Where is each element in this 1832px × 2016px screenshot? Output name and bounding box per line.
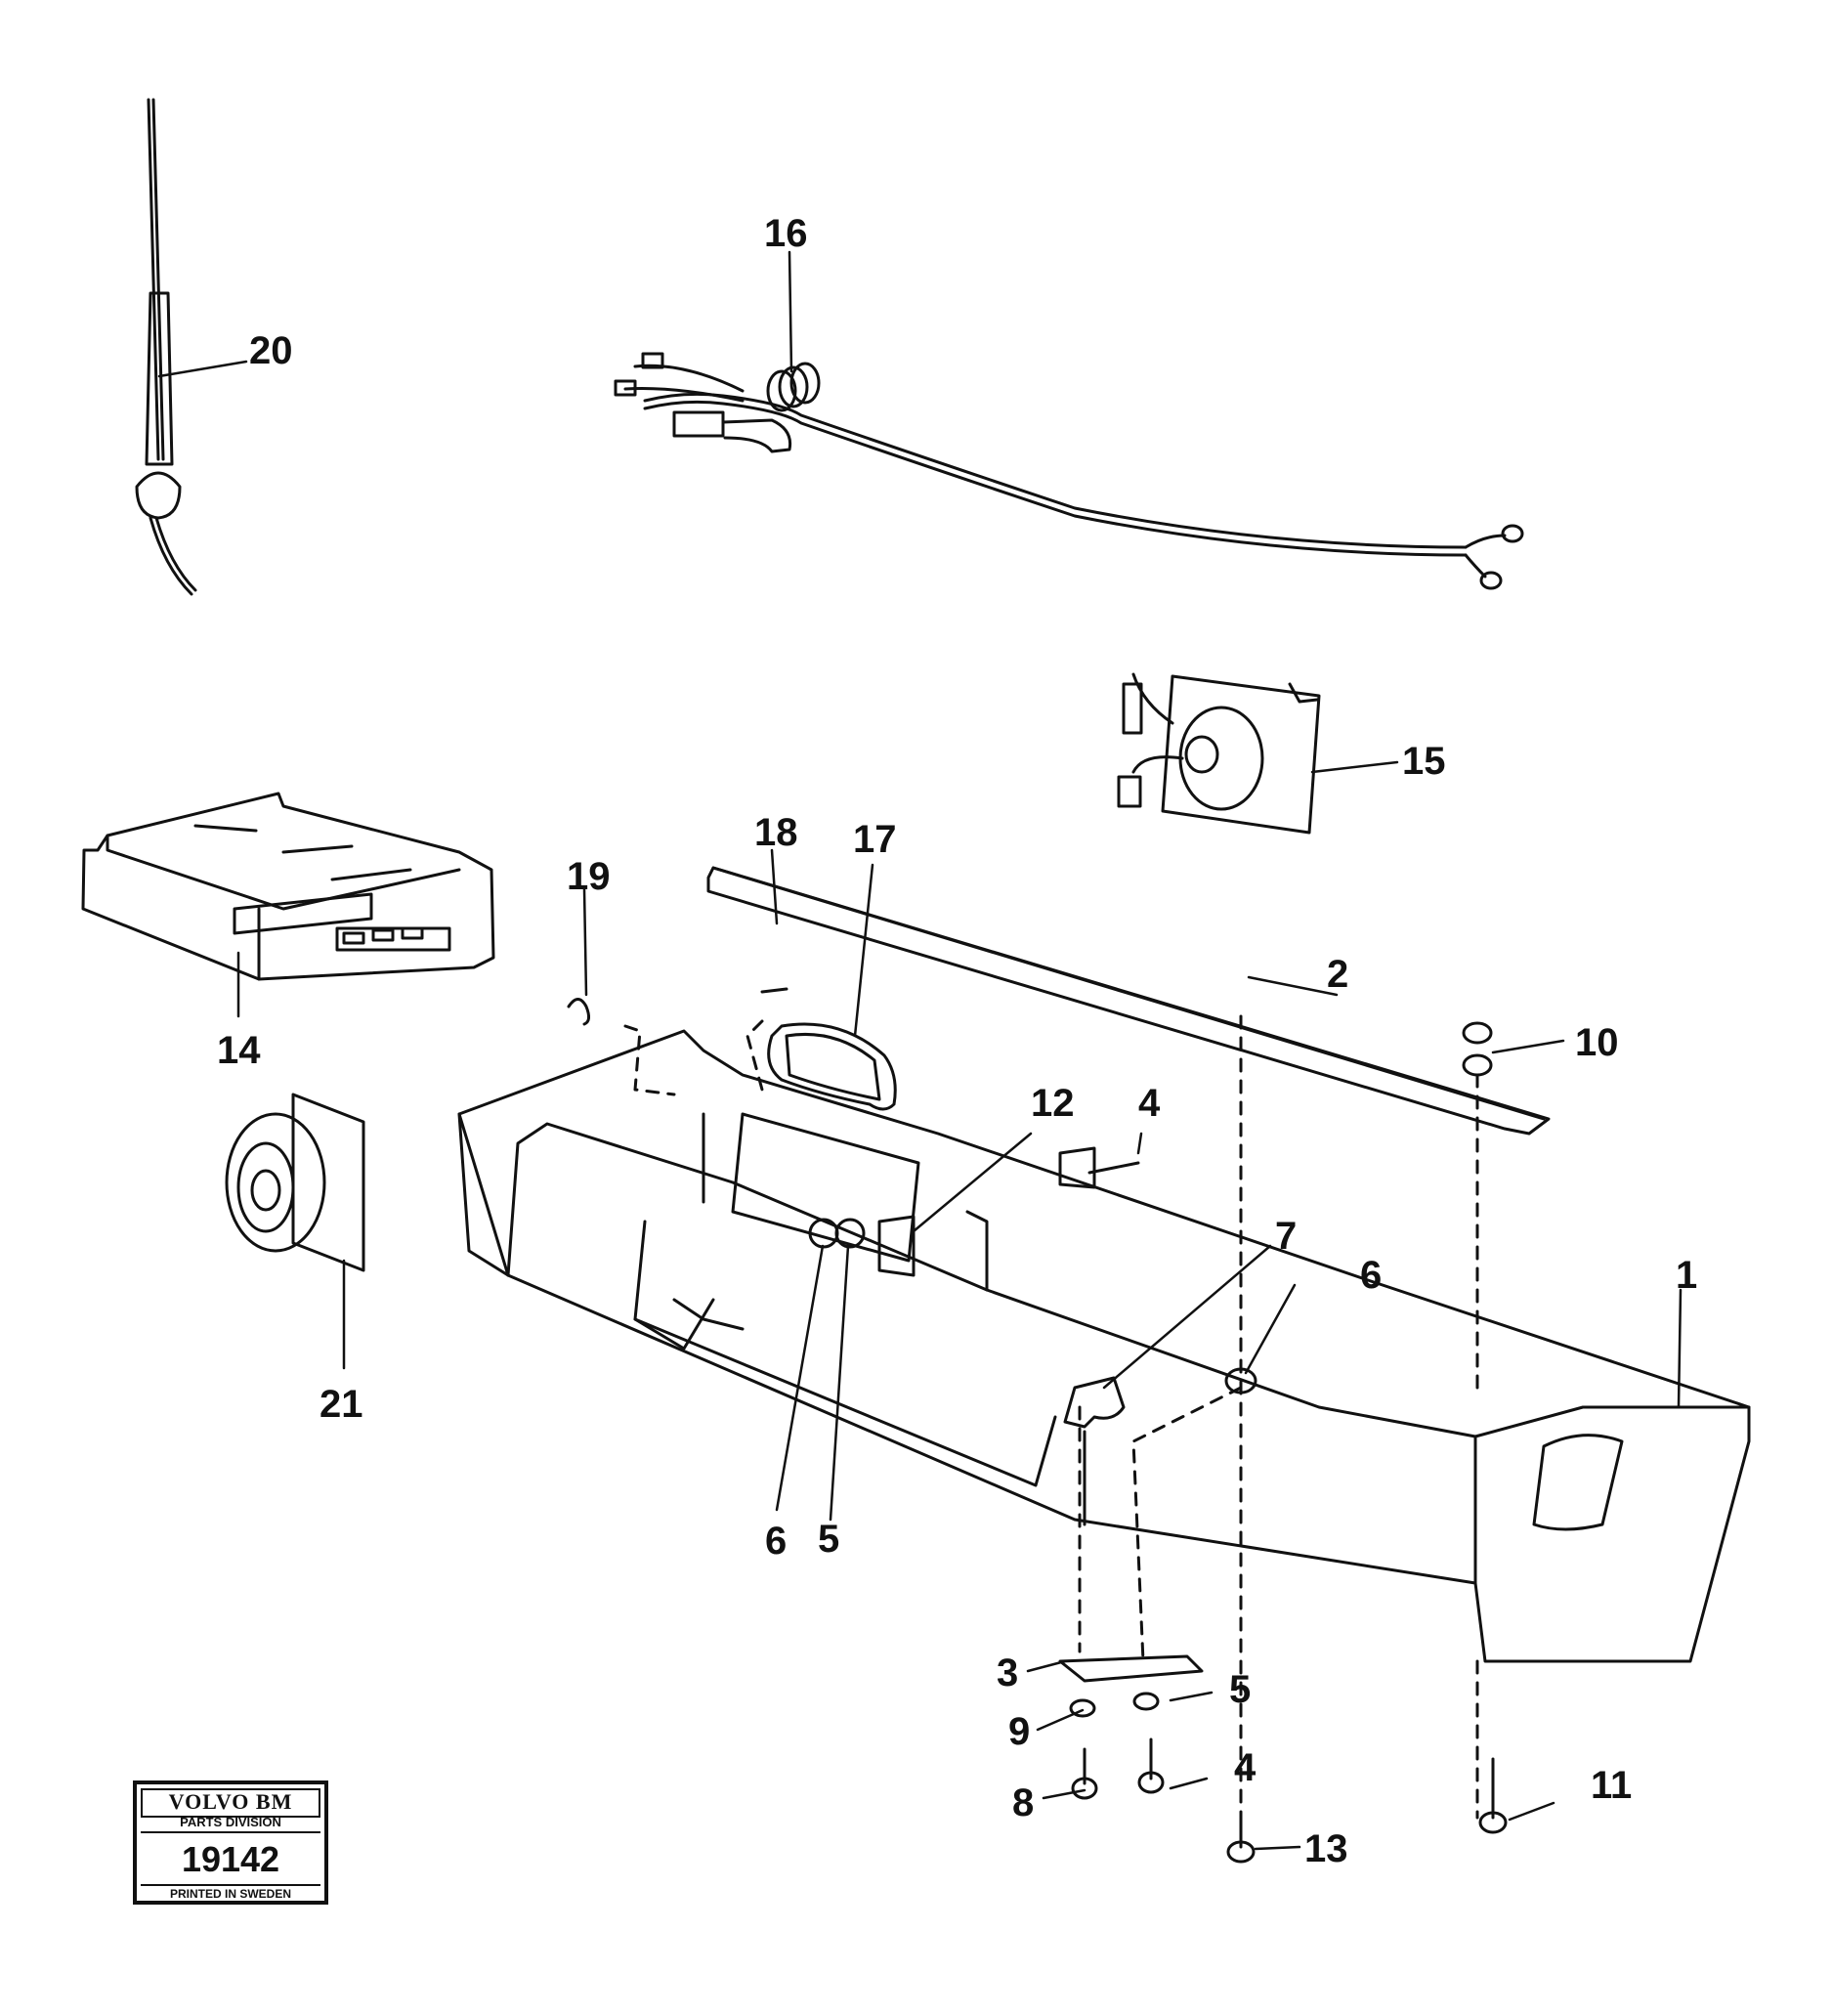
callout-20: 20 — [249, 329, 293, 372]
callout-9: 9 — [1008, 1710, 1030, 1753]
callout-16: 16 — [764, 212, 808, 255]
callout-10: 10 — [1575, 1021, 1619, 1064]
stamp-division: PARTS DIVISION — [141, 1814, 320, 1833]
callout-6-right: 6 — [1360, 1254, 1382, 1297]
leader-lines — [157, 250, 1683, 1851]
speaker-part — [225, 1093, 365, 1272]
speaker-grille-part — [767, 1022, 897, 1111]
callout-6-left: 6 — [765, 1520, 787, 1563]
callout-15: 15 — [1402, 740, 1446, 783]
callout-19: 19 — [567, 855, 611, 898]
callout-17: 17 — [853, 818, 897, 861]
callout-5-left: 5 — [818, 1518, 839, 1561]
mounting-rail-part — [706, 866, 1551, 1136]
stamp-printed: PRINTED IN SWEDEN — [169, 1887, 291, 1901]
callout-18: 18 — [754, 811, 798, 854]
callout-2: 2 — [1327, 953, 1348, 996]
wiring-harness-part — [614, 352, 1524, 590]
callout-1: 1 — [1676, 1254, 1697, 1297]
callout-11: 11 — [1591, 1764, 1632, 1807]
callout-8: 8 — [1012, 1781, 1034, 1824]
callout-12: 12 — [1031, 1082, 1075, 1125]
callout-5-right: 5 — [1229, 1668, 1251, 1711]
callout-7: 7 — [1275, 1215, 1297, 1258]
radio-unit-part — [81, 792, 495, 981]
speaker-plate-part — [1117, 672, 1321, 835]
callout-4-lower: 4 — [1234, 1746, 1257, 1789]
callout-3: 3 — [997, 1651, 1018, 1694]
callout-4-upper: 4 — [1138, 1082, 1161, 1125]
parts-catalog-stamp: VOLVO BM PARTS DIVISION 19142 PRINTED IN… — [133, 1780, 328, 1905]
callout-labels: 20 16 15 14 21 19 18 17 2 10 12 4 7 6 1 … — [217, 212, 1697, 1870]
stamp-brand: VOLVO BM — [141, 1788, 320, 1818]
alignment-lines — [623, 1014, 1479, 1839]
callout-14: 14 — [217, 1029, 261, 1072]
stamp-figure-number: 19142 — [141, 1835, 320, 1886]
callout-21: 21 — [320, 1383, 363, 1426]
dashboard-panel-part — [457, 1029, 1751, 1663]
antenna-part — [135, 98, 197, 596]
callout-13: 13 — [1304, 1827, 1348, 1870]
